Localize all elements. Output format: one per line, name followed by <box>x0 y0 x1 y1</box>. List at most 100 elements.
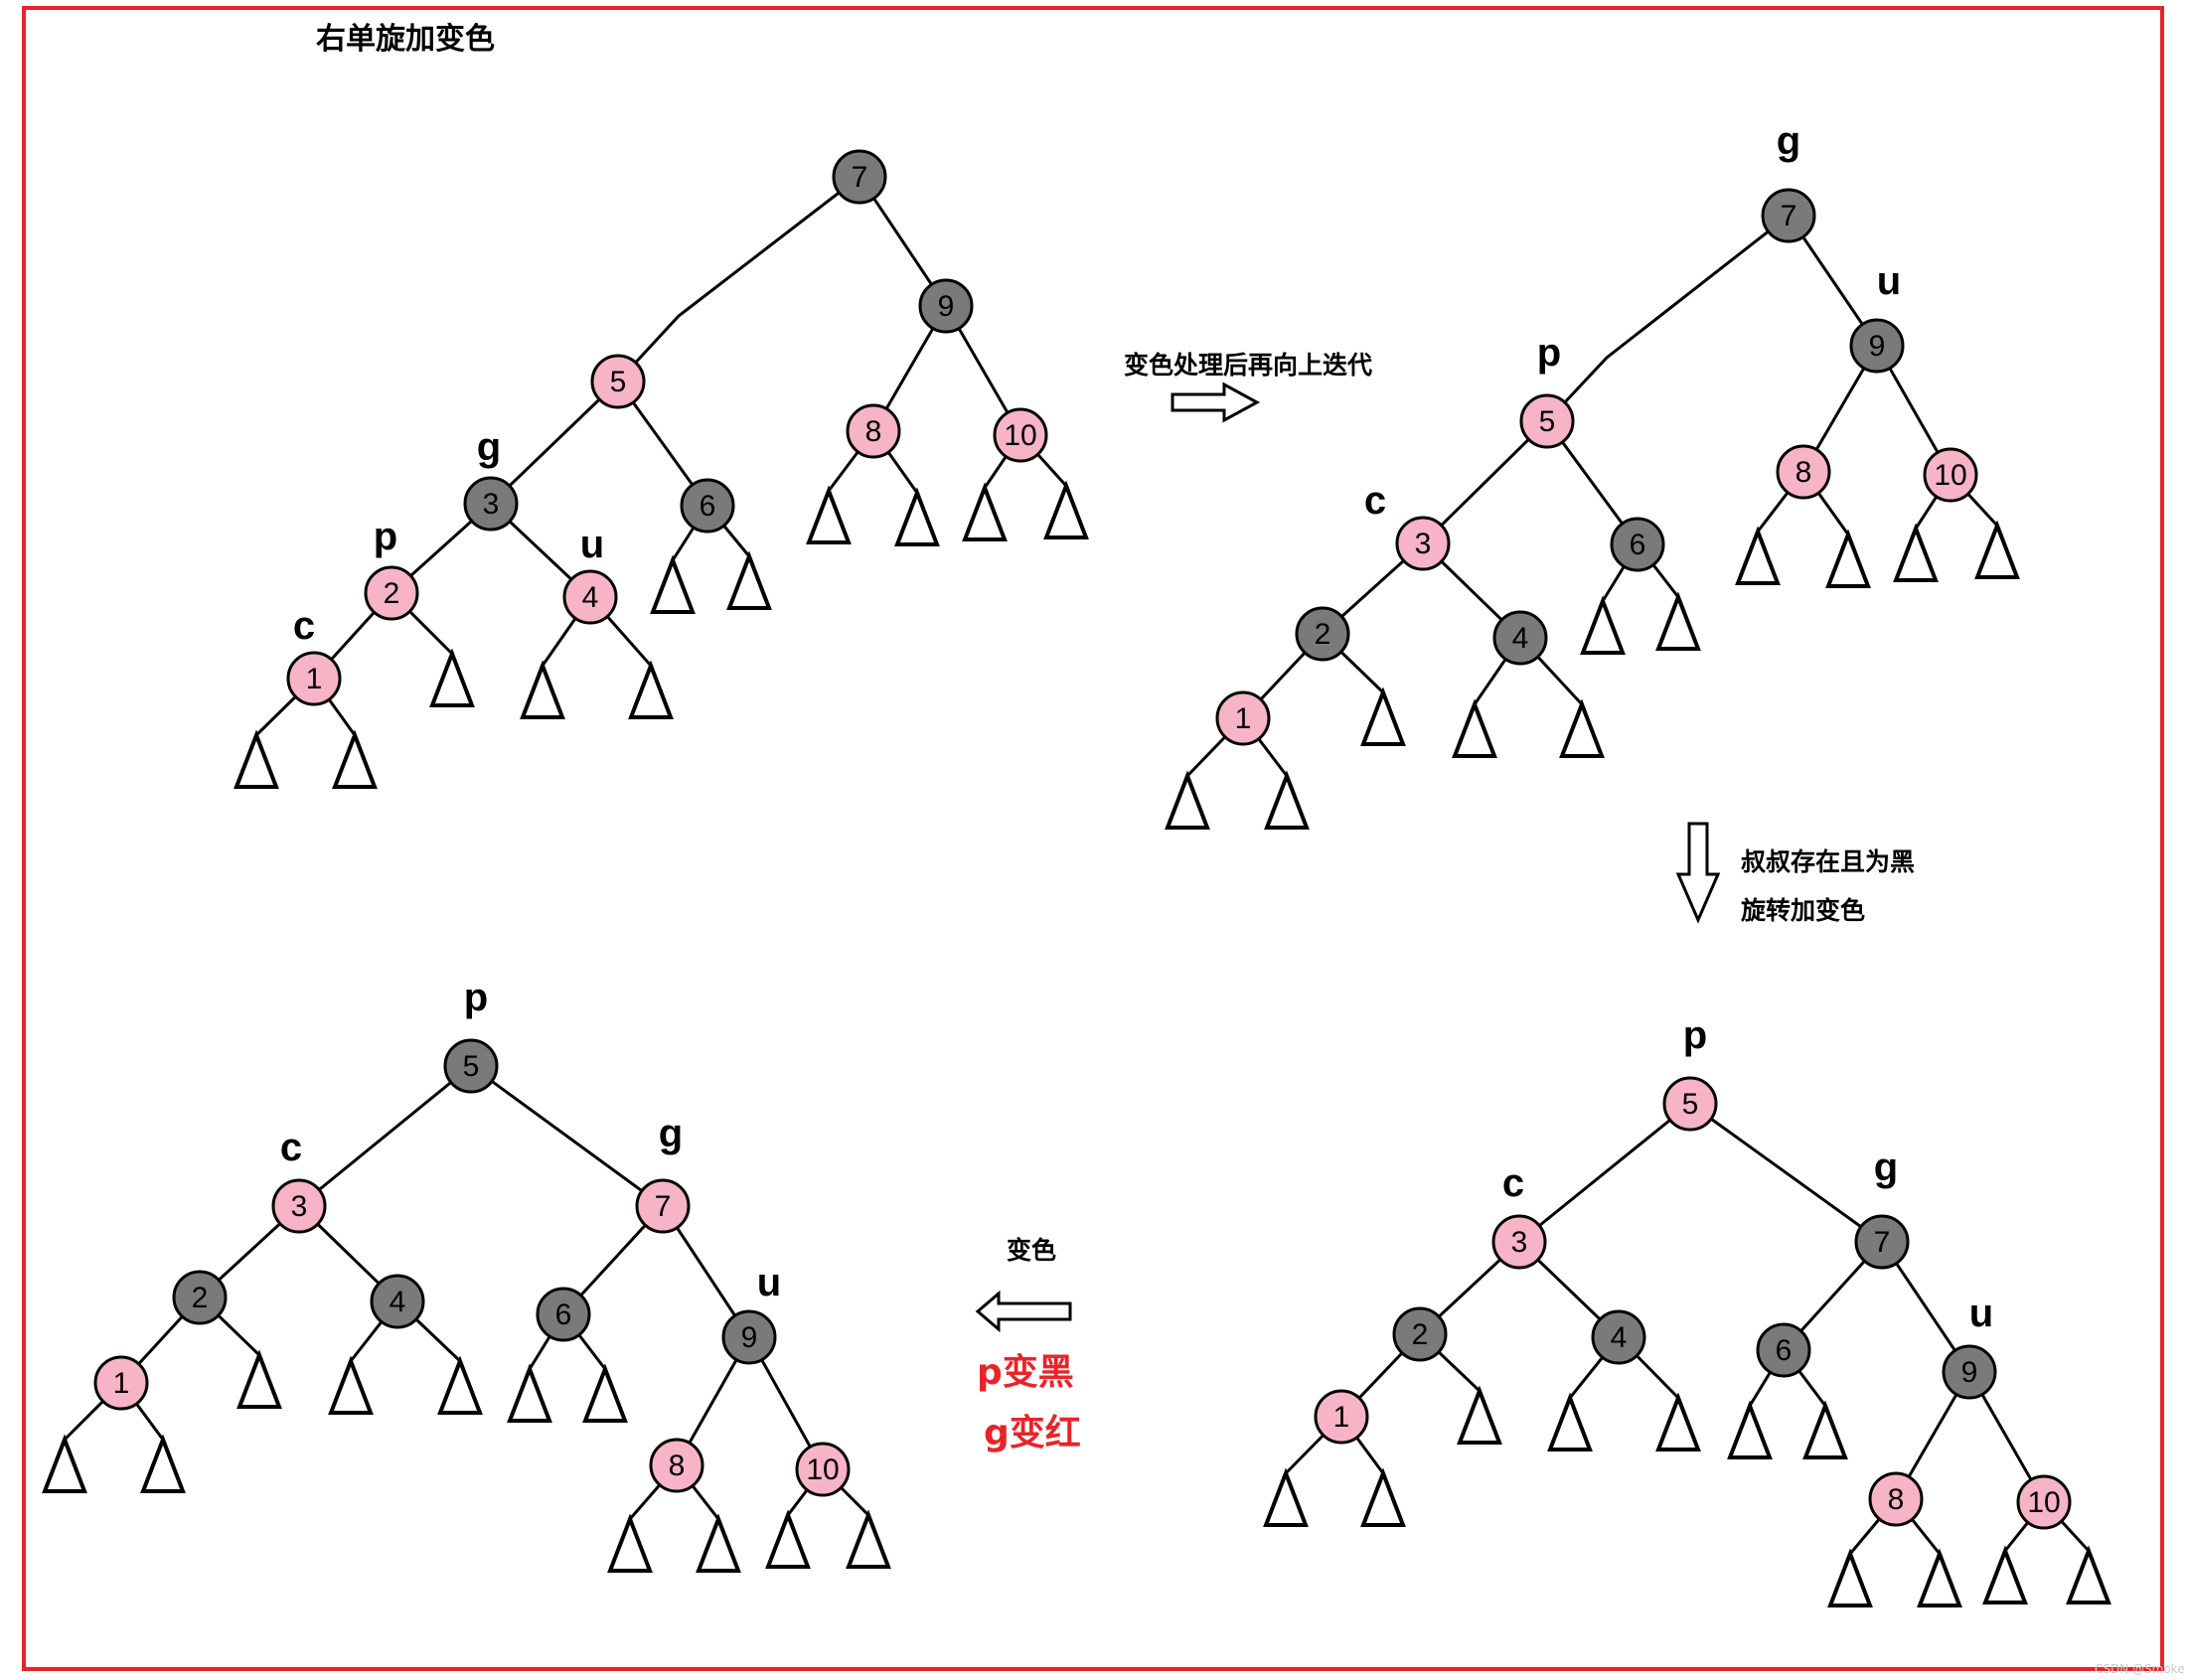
arrows-layer <box>975 382 1721 1333</box>
tree1-nil-leaf-triangle <box>962 482 1008 541</box>
tree2-node-9: 9 <box>1849 318 1905 374</box>
tree2-node-6-label: 6 <box>1630 529 1646 561</box>
tree3-node-3-label: 3 <box>1511 1226 1528 1259</box>
tree4-node-4: 4 <box>370 1274 425 1329</box>
tree2-node-7: 7 <box>1761 188 1816 243</box>
tree4-node-1: 1 <box>93 1355 149 1411</box>
tree2-role-u: u <box>1877 259 1901 303</box>
tree2-node-5-label: 5 <box>1539 405 1556 438</box>
tree2-nil-leaf-triangle <box>1580 595 1626 655</box>
tree3-edge-5-7 <box>1689 1102 1883 1244</box>
tree3-node-8: 8 <box>1868 1471 1924 1527</box>
tree3-node-6: 6 <box>1756 1322 1811 1378</box>
tree1-edge-7-5 <box>616 175 860 383</box>
outer-red-frame <box>22 6 2164 1671</box>
tree1-node-8: 8 <box>846 403 901 459</box>
step-label-recolor: 变色 <box>1007 1236 1057 1265</box>
tree4-node-9-label: 9 <box>741 1321 758 1354</box>
tree2-node-1-label: 1 <box>1235 702 1252 735</box>
tree1-node-5: 5 <box>590 354 646 409</box>
tree1-node-7-label: 7 <box>852 161 868 194</box>
tree3-nil-leaf-triangle <box>1982 1545 2028 1604</box>
tree1-nil-leaf-triangle <box>234 729 279 789</box>
tree4-role-p: p <box>464 976 488 1019</box>
tree2-node-6: 6 <box>1610 517 1665 572</box>
tree2-nil-leaf-triangle <box>1264 770 1310 830</box>
tree3-node-8-label: 8 <box>1888 1483 1905 1516</box>
tree3-node-2: 2 <box>1392 1306 1448 1362</box>
tree4-node-6: 6 <box>536 1287 591 1342</box>
tree4-edge-5-3 <box>298 1064 472 1208</box>
tree1-nil-leaf-triangle <box>806 485 852 544</box>
tree1-node-2-label: 2 <box>384 577 400 610</box>
tree1-node-5-label: 5 <box>610 366 627 398</box>
tree4-node-3-label: 3 <box>291 1190 308 1223</box>
tree4-node-7: 7 <box>635 1178 691 1234</box>
tree1-node-4: 4 <box>562 569 618 625</box>
tree1-node-6-label: 6 <box>700 490 716 523</box>
step-label-uncle-black-1: 叔叔存在且为黑 <box>1741 847 1916 876</box>
step-label-uncle-black-2: 旋转加变色 <box>1741 896 1866 925</box>
tree3-node-10-label: 10 <box>2027 1486 2060 1519</box>
diagram-title: 右单旋加变色 <box>316 22 495 57</box>
tree3-node-1-label: 1 <box>1333 1401 1350 1434</box>
tree3-nil-leaf-triangle <box>1827 1548 1873 1607</box>
tree3-node-7-label: 7 <box>1874 1226 1891 1259</box>
arrow-down-icon <box>1675 822 1721 924</box>
tree4-nil-leaf-triangle <box>582 1363 628 1423</box>
arrow-left-icon <box>975 1290 1072 1333</box>
tree3-node-7: 7 <box>1854 1214 1910 1270</box>
note-p-black: p变黑 <box>977 1352 1074 1393</box>
tree3-node-5-label: 5 <box>1682 1088 1699 1121</box>
tree2-nil-leaf-triangle <box>1825 529 1871 588</box>
tree4-edge-5-7 <box>470 1064 664 1208</box>
tree3-node-4: 4 <box>1591 1309 1646 1365</box>
tree4-node-2-label: 2 <box>192 1282 209 1314</box>
tree4-nil-leaf-triangle <box>607 1513 653 1573</box>
tree4-role-g: g <box>659 1112 683 1155</box>
tree1-node-4-label: 4 <box>582 581 599 614</box>
tree3-node-9: 9 <box>1942 1344 1997 1400</box>
tree2-node-8: 8 <box>1776 444 1831 500</box>
tree1-node-10-label: 10 <box>1004 419 1036 452</box>
tree3-node-10: 10 <box>2016 1474 2072 1530</box>
tree1-node-1: 1 <box>286 651 342 706</box>
tree2-role-p: p <box>1537 331 1561 375</box>
tree4-nil-leaf-triangle <box>696 1513 741 1573</box>
tree3-node-9-label: 9 <box>1961 1356 1978 1389</box>
tree4-nil-leaf-triangle <box>846 1509 891 1569</box>
tree4-nil-leaf-triangle <box>437 1355 483 1415</box>
tree2-node-5: 5 <box>1519 393 1575 449</box>
tree2-node-3-label: 3 <box>1415 528 1432 560</box>
tree1-role-u: u <box>580 523 604 566</box>
tree2-node-3: 3 <box>1395 516 1451 571</box>
tree4-node-2: 2 <box>172 1270 228 1325</box>
tree2-node-9-label: 9 <box>1869 330 1886 363</box>
tree1-node-7: 7 <box>832 149 887 205</box>
tree3-nil-leaf-triangle <box>1727 1400 1773 1459</box>
tree4-node-5: 5 <box>443 1038 499 1094</box>
tree3-nil-leaf-triangle <box>1457 1385 1502 1445</box>
tree2-node-10-label: 10 <box>1934 459 1966 492</box>
tree4-nil-leaf-triangle <box>328 1355 374 1415</box>
tree1-node-1-label: 1 <box>306 663 323 695</box>
tree2-edge-7-5 <box>1545 214 1790 423</box>
tree1-role-p: p <box>374 515 397 558</box>
tree2-nil-leaf-triangle <box>1559 698 1605 758</box>
tree3-role-c: c <box>1502 1161 1524 1205</box>
tree1-node-9: 9 <box>918 278 974 334</box>
tree1-nil-leaf-triangle <box>520 660 565 719</box>
tree4-node-6-label: 6 <box>555 1298 572 1331</box>
tree3-role-u: u <box>1969 1292 1993 1335</box>
tree4-node-8: 8 <box>649 1438 704 1493</box>
tree2-nil-leaf-triangle <box>1974 520 2020 579</box>
tree4-nil-leaf-triangle <box>507 1363 552 1423</box>
tree3-node-5: 5 <box>1662 1076 1718 1132</box>
tree4-node-9: 9 <box>721 1309 777 1365</box>
tree1-nil-leaf-triangle <box>628 660 674 719</box>
tree2-node-1: 1 <box>1215 690 1271 746</box>
tree2-node-2-label: 2 <box>1315 618 1331 651</box>
